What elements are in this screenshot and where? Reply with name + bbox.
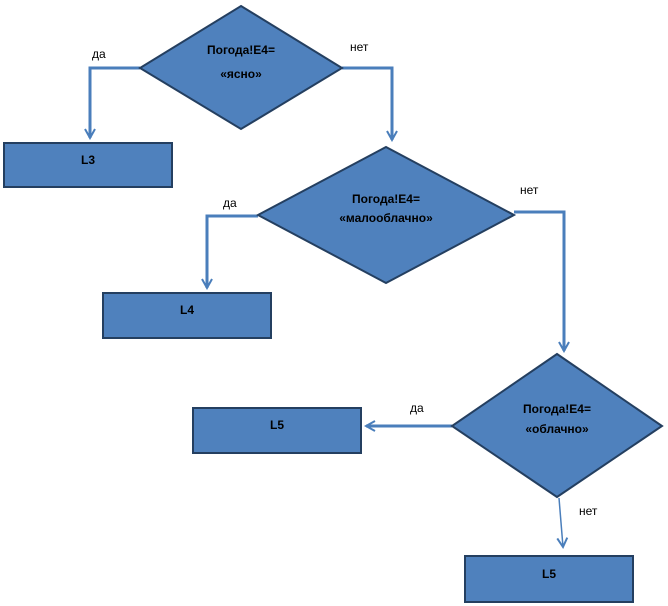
connector-d1-yes	[90, 66, 140, 138]
process-box-shape	[102, 292, 272, 339]
edge-label-d1-yes: да	[92, 47, 106, 61]
edge-label-d2-no: нет	[520, 183, 539, 197]
decision-label-line2: «малооблачно»	[339, 211, 433, 225]
decision-label-line2: «ясно»	[220, 67, 262, 81]
decision-label-line1: Погода!E4=	[207, 43, 275, 57]
process-box-label: L5	[542, 567, 556, 581]
process-box-l5-bottom: L5	[464, 555, 634, 603]
process-box-shape	[464, 555, 634, 603]
connector-d2-no	[514, 210, 564, 351]
decision-shape	[255, 145, 517, 285]
connector-d1-no	[342, 66, 392, 140]
decision-shape	[138, 4, 344, 131]
connectors	[90, 66, 564, 547]
process-box-label: L3	[81, 153, 95, 167]
process-box-shape	[3, 142, 173, 188]
process-box-l5-left: L5	[192, 407, 362, 454]
decision-shape	[450, 352, 664, 499]
connector-d2-yes	[207, 214, 258, 288]
connector-d3-no	[559, 497, 563, 547]
edge-label-d3-yes: да	[410, 401, 424, 415]
decision-облачно: Погода!E4= «облачно»	[450, 352, 664, 499]
process-box-label: L5	[270, 418, 284, 432]
decision-label-line1: Погода!E4=	[523, 402, 591, 416]
decision-label-line1: Погода!E4=	[352, 192, 420, 206]
decision-label-line2: «облачно»	[525, 422, 589, 436]
edge-label-d1-no: нет	[350, 40, 369, 54]
process-box-label: L4	[180, 303, 194, 317]
decision-малооблачно: Погода!E4= «малооблачно»	[255, 145, 517, 285]
process-box-l4: L4	[102, 292, 272, 339]
edge-label-d2-yes: да	[223, 196, 237, 210]
decision-ясно: Погода!E4= «ясно»	[138, 4, 344, 131]
process-box-shape	[192, 407, 362, 454]
process-box-l3: L3	[3, 142, 173, 188]
edge-label-d3-no: нет	[579, 504, 598, 518]
